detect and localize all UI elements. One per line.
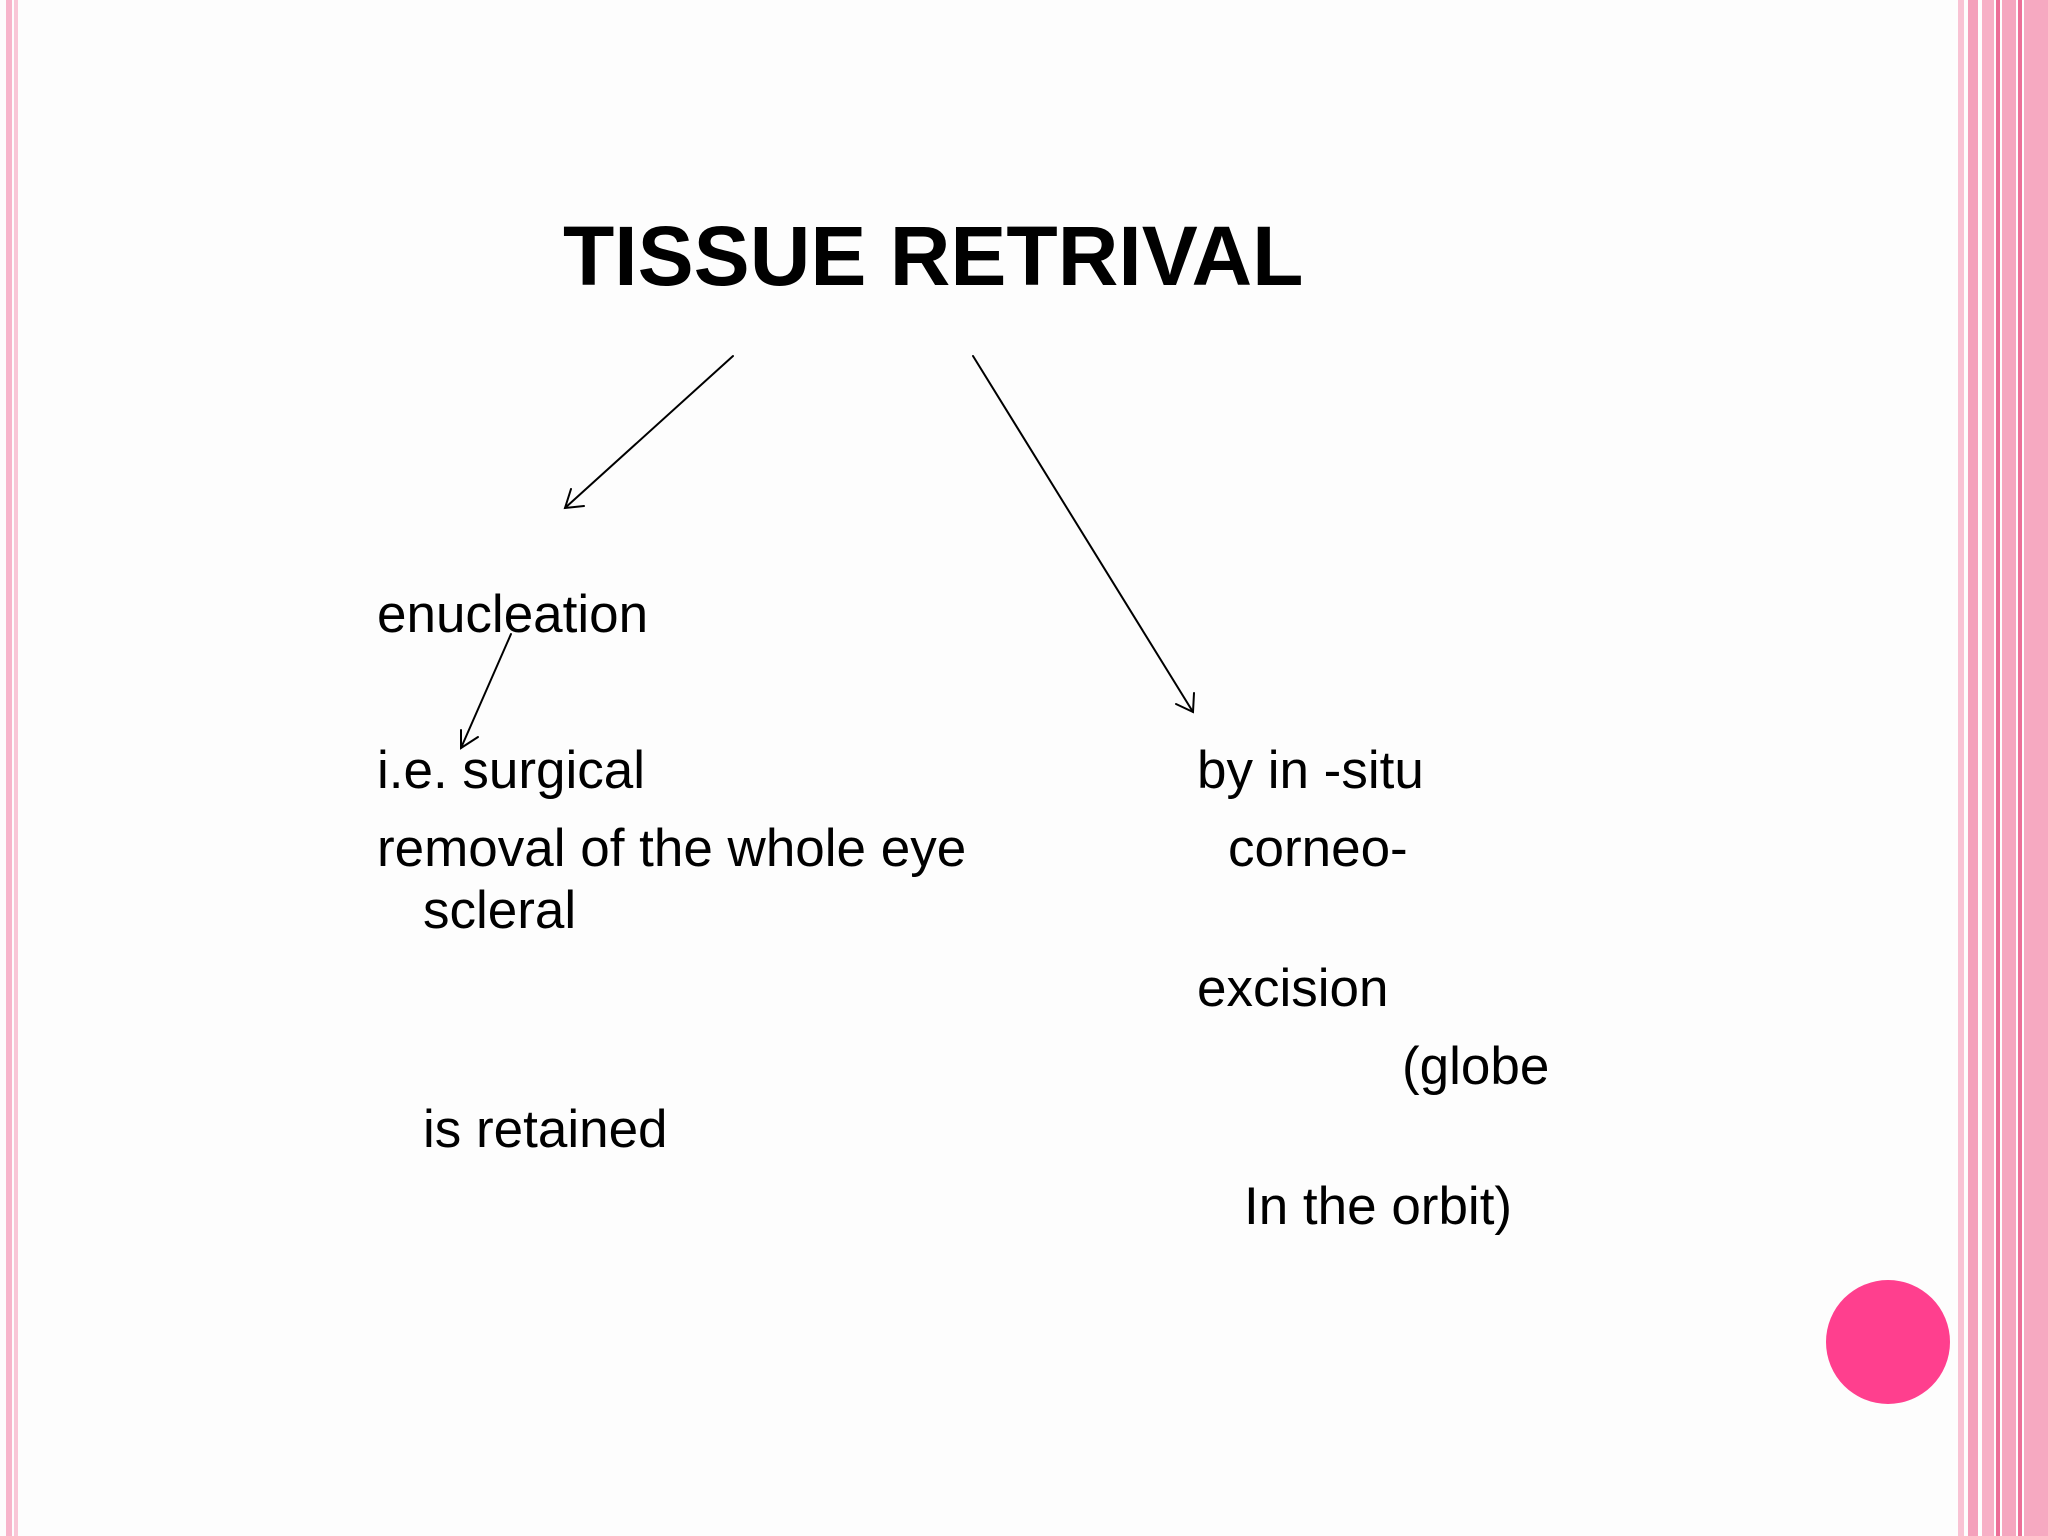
arrow-to-surgical [460,633,512,749]
in-situ-label: by in -situ [1197,741,1424,800]
arrow-head-in-situ [1175,692,1195,714]
slide-title: TISSUE RETRIVAL [563,209,1304,303]
right-border-stripe-1 [1958,0,1964,1536]
right-border-stripe-2 [1968,0,1978,1536]
orbit-label: In the orbit) [1244,1177,1513,1236]
right-border-stripe-5 [2002,0,2016,1536]
arrow-to-enucleation [564,355,734,509]
arrow-head-enucleation [563,488,585,510]
excision-label: excision [1197,959,1389,1018]
right-border-stripe-4 [1996,0,2000,1536]
retained-label: is retained [423,1100,668,1159]
right-border-stripe-6 [2018,0,2022,1536]
enucleation-label: enucleation [377,585,649,644]
decorative-circle [1826,1280,1950,1404]
corneo-label: corneo- [1228,819,1408,878]
arrow-to-in-situ [972,355,1194,713]
right-border-stripe-3 [1982,0,1994,1536]
left-border-stripe [6,0,12,1536]
left-border-stripe-inner [14,0,18,1536]
scleral-label: scleral [423,881,577,940]
removal-label: removal of the whole eye [377,819,967,878]
surgical-label: i.e. surgical [377,741,646,800]
right-border-stripe-7 [2024,0,2048,1536]
globe-label: (globe [1402,1037,1550,1096]
